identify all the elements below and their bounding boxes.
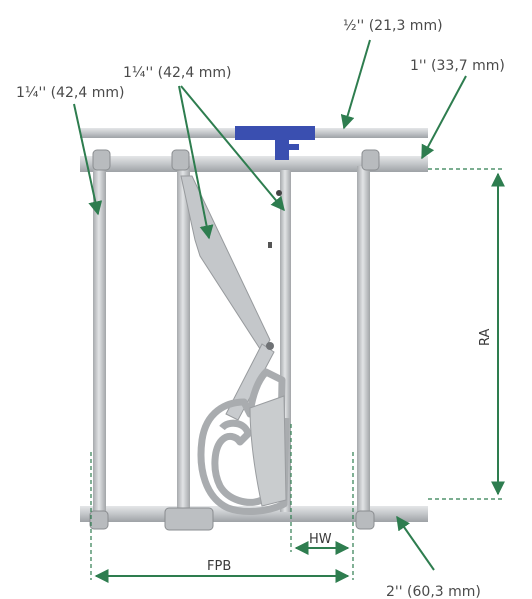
label-two-inch: 2'' (60,3 mm)	[386, 584, 481, 599]
pivot-bolt	[266, 342, 274, 350]
leader-quarter-center-a	[178, 85, 214, 240]
label-quarter-left: 1¼'' (42,4 mm)	[16, 85, 124, 101]
dim-label-fpb: FPB	[207, 559, 231, 574]
post-headlock	[280, 170, 291, 512]
label-quarter-center: 1¼'' (42,4 mm)	[123, 65, 231, 81]
latch-pin	[268, 242, 272, 248]
blue-bracket-stem	[275, 138, 289, 160]
bottom-clamp-3	[355, 510, 375, 530]
top-clamp-2	[171, 149, 190, 171]
leader-quarter-left	[73, 103, 103, 216]
label-half-inch: ½'' (21,3 mm)	[343, 18, 443, 34]
post-right	[357, 166, 370, 512]
top-main-rail	[80, 156, 428, 172]
bottom-clamp-2	[164, 507, 214, 531]
dim-label-hw: HW	[309, 532, 332, 547]
leader-one-inch	[421, 75, 467, 160]
leader-quarter-center-b	[180, 85, 285, 212]
bottom-clamp-1	[89, 510, 109, 530]
blue-bracket-top	[235, 126, 315, 140]
post-mid-left	[177, 166, 190, 512]
post-left	[93, 166, 106, 512]
headlock-plate	[249, 395, 287, 507]
headlock-swing-bar	[180, 175, 271, 353]
headlock-yoke	[197, 368, 290, 515]
blue-bracket-foot	[289, 144, 299, 150]
top-clamp-1	[92, 149, 111, 171]
label-one-inch: 1'' (33,7 mm)	[410, 58, 505, 74]
leader-half-inch	[340, 39, 371, 130]
leader-two-inch	[396, 515, 435, 571]
latch-bolt	[276, 190, 282, 196]
dim-label-ra: RA	[478, 328, 493, 346]
top-clamp-3	[361, 149, 380, 171]
